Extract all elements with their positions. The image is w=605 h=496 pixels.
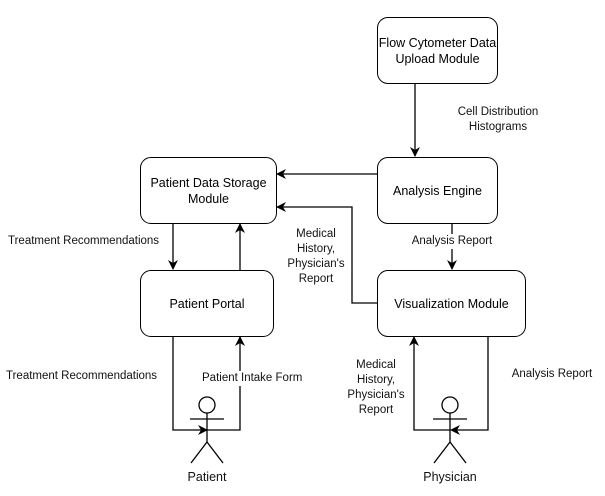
actor-physician-label: Physician bbox=[415, 470, 485, 485]
label-treatment-recommendations-bottom: Treatment Recommendations bbox=[6, 369, 170, 384]
edge-portal-to-patient bbox=[172, 336, 208, 435]
patient-actor-icon bbox=[190, 396, 224, 464]
label-patient-intake-form: Patient Intake Form bbox=[202, 371, 310, 386]
analysis-engine[interactable]: Analysis Engine bbox=[377, 157, 498, 224]
label-treatment-recommendations-top: Treatment Recommendations bbox=[8, 234, 172, 249]
label-analysis-report-right: Analysis Report bbox=[507, 367, 597, 382]
visualization-module[interactable]: Visualization Module bbox=[377, 270, 526, 337]
physician-actor-icon bbox=[433, 396, 467, 464]
label-medical-history-top: Medical History, Physician's Report bbox=[282, 227, 350, 287]
label-analysis-report-mid: Analysis Report bbox=[405, 234, 499, 249]
label-cell-distribution: Cell Distribution Histograms bbox=[448, 105, 548, 135]
patient-portal[interactable]: Patient Portal bbox=[140, 270, 274, 337]
flow-cytometer-upload-module[interactable]: Flow Cytometer Data Upload Module bbox=[377, 17, 498, 84]
edge-visualization-to-physician bbox=[450, 336, 489, 435]
patient-data-storage-module[interactable]: Patient Data Storage Module bbox=[140, 157, 277, 224]
edge-physician-to-visualization bbox=[409, 336, 450, 431]
edge-patient-to-portal bbox=[207, 336, 245, 431]
label-medical-history-bottom: Medical History, Physician's Report bbox=[342, 358, 410, 418]
actor-patient-label: Patient bbox=[177, 470, 237, 485]
edge-visualization-to-storage bbox=[276, 202, 377, 304]
